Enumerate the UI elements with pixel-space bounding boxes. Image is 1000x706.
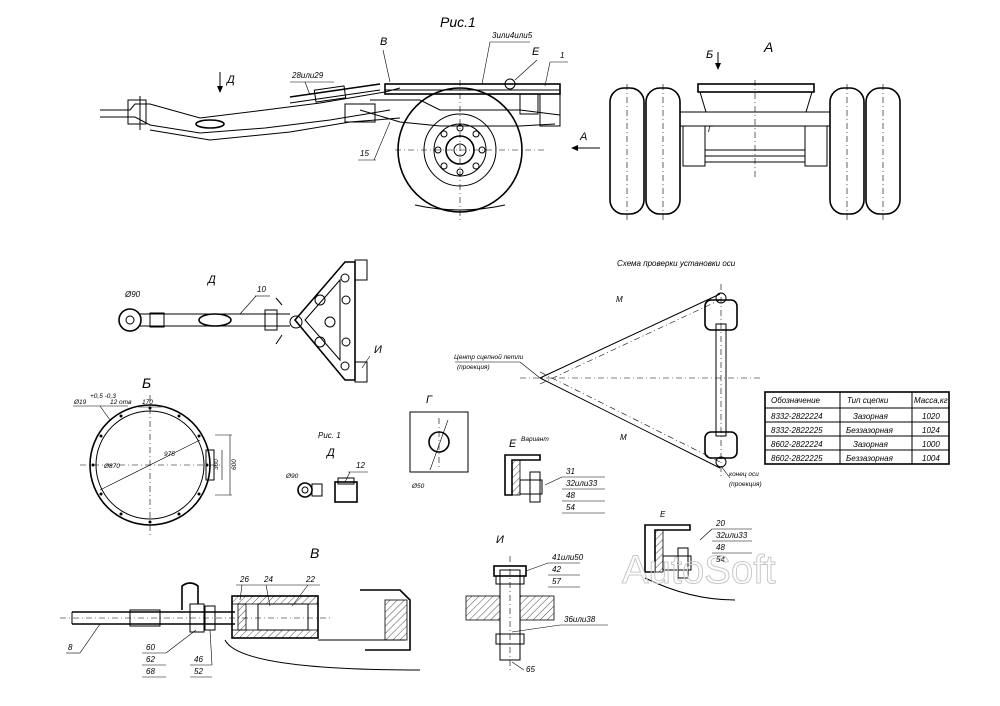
trailer-side-view: Рис.1 xyxy=(100,14,600,220)
dim-300: 300 xyxy=(213,459,220,470)
axle-end-label: конец оси xyxy=(729,471,759,478)
callout-46: 46 xyxy=(194,655,203,664)
view-d-title: Д xyxy=(206,274,216,286)
dim-phi50: Ø50 xyxy=(411,483,425,490)
table-cell-r1c2: Зазорная xyxy=(853,412,889,421)
dim-phi90-a: Ø90 xyxy=(124,290,141,299)
view-b-ring: Б Ø870 975 Ø19 +0,5 -0,3 12 отв 170 300 … xyxy=(73,375,238,535)
dim-phi90-b: Ø90 xyxy=(285,473,299,480)
dim-holes-count: 12 отв xyxy=(110,399,132,406)
dim-600: 600 xyxy=(231,459,238,470)
table-cell-r2c2: Беззазорная xyxy=(846,426,894,435)
table-cell-r2c1: 8332-2822225 xyxy=(771,426,823,435)
fig1-small-title: Рис. 1 xyxy=(318,431,341,440)
view-a-title: А xyxy=(763,39,773,55)
table-header-3: Масса,кг xyxy=(914,396,948,405)
dim-phi870: Ø870 xyxy=(103,463,120,470)
view-g: Г Ø50 xyxy=(409,394,469,490)
view-v-title: В xyxy=(310,545,319,561)
section-mark-e: Е xyxy=(532,46,540,58)
table-cell-r1c3: 1020 xyxy=(922,412,940,421)
view-e-variant: Е Вариант 31 32или33 48 54 xyxy=(504,436,605,514)
table-cell-r1c1: 8332-2822224 xyxy=(771,412,823,421)
view-arrow-d: Д xyxy=(225,74,235,86)
callout-42: 42 xyxy=(552,565,561,574)
callout-32b: 32или33 xyxy=(716,531,748,540)
callout-32a: 32или33 xyxy=(566,479,598,488)
axle-proj-label: (проекция) xyxy=(729,481,762,488)
dim-holes: Ø19 xyxy=(73,399,87,406)
dim-975: 975 xyxy=(164,451,175,458)
spec-table: Обозначение Тип сцепки Масса,кг 8332-282… xyxy=(764,391,950,465)
section-mark-g: Г xyxy=(708,125,713,134)
table-header-1: Обозначение xyxy=(771,396,821,405)
cut-mark-b: Б xyxy=(706,49,713,61)
callout-10: 10 xyxy=(257,285,266,294)
table-header-2: Тип сцепки xyxy=(847,396,889,405)
table-cell-r3c3: 1000 xyxy=(922,440,940,449)
view-i-section: И 41или50 42 57 36или38 65 xyxy=(465,534,608,674)
callout-15: 15 xyxy=(360,149,369,158)
callout-52: 52 xyxy=(194,667,203,676)
dim-m-upper: М xyxy=(616,295,623,304)
view-e-title: Е xyxy=(509,438,517,450)
hitch-proj-label: (проекция) xyxy=(457,364,490,371)
callout-54b: 54 xyxy=(716,555,725,564)
view-a-rear: А Б Г xyxy=(609,39,901,220)
table-cell-r4c1: 8602-2822225 xyxy=(771,454,823,463)
callout-41: 41или50 xyxy=(552,553,584,562)
callout-65: 65 xyxy=(526,665,535,674)
callout-12: 12 xyxy=(356,461,365,470)
variant-label: Вариант xyxy=(521,436,549,443)
callout-24: 24 xyxy=(263,575,273,584)
d-small-title: Д xyxy=(325,447,335,459)
callout-60: 60 xyxy=(146,643,155,652)
section-mark-i: И xyxy=(374,344,382,356)
table-cell-r4c3: 1004 xyxy=(922,454,940,463)
callout-3: 3или4или5 xyxy=(492,31,533,40)
callout-48b: 48 xyxy=(716,543,725,552)
table-cell-r3c2: Зазорная xyxy=(853,440,889,449)
watermark-autosoft: AutoSoft xyxy=(622,548,775,592)
table-cell-r3c1: 8602-2822224 xyxy=(771,440,823,449)
view-v-section: В 8 60 62 68 46 52 26 xyxy=(60,545,421,678)
callout-31: 31 xyxy=(566,467,575,476)
callout-1: 1 xyxy=(560,51,564,60)
section-mark-b: В xyxy=(380,36,387,48)
callout-68: 68 xyxy=(146,667,155,676)
callout-54a: 54 xyxy=(566,503,575,512)
callout-36: 36или38 xyxy=(564,615,596,624)
callout-22: 22 xyxy=(305,575,315,584)
callout-57: 57 xyxy=(552,577,561,586)
callout-48a: 48 xyxy=(566,491,575,500)
view-b-title: Б xyxy=(142,375,151,391)
view-e2-title: Е xyxy=(660,510,666,519)
axle-scheme-title: Схема проверки установки оси xyxy=(617,259,736,268)
callout-28: 28или29 xyxy=(291,71,324,80)
view-d-drawbar: Д Ø90 10 И xyxy=(118,259,382,383)
view-g-title: Г xyxy=(426,394,433,406)
view-arrow-a: A xyxy=(579,131,587,143)
table-cell-r2c3: 1024 xyxy=(922,426,940,435)
callout-8: 8 xyxy=(68,643,73,652)
dim-holes-tol: +0,5 -0,3 xyxy=(90,393,116,400)
figure-title: Рис.1 xyxy=(440,14,476,30)
dim-m-lower: М xyxy=(620,433,627,442)
hitch-center-label: Центр сцепной петли xyxy=(454,353,524,361)
view-i-title: И xyxy=(496,534,504,546)
axle-check-scheme: Схема проверки установки оси М М Центр с… xyxy=(454,259,762,488)
dim-170: 170 xyxy=(142,399,153,406)
table-cell-r4c2: Беззазорная xyxy=(846,454,894,463)
callout-26: 26 xyxy=(239,575,249,584)
fig1-detail-d: Рис. 1 Д Ø90 12 xyxy=(285,431,368,503)
callout-62: 62 xyxy=(146,655,155,664)
callout-20: 20 xyxy=(715,519,725,528)
view-e-detail: Е 20 32или33 48 54 xyxy=(644,510,752,601)
